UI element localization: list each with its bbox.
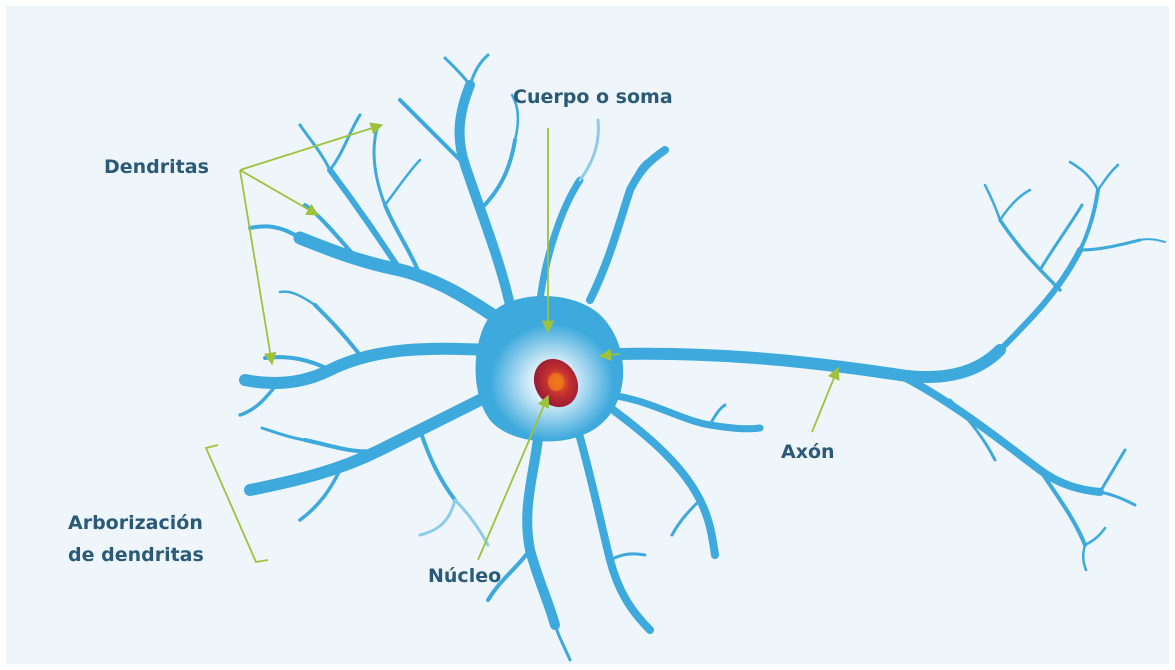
label-cuerpo: Cuerpo o soma	[513, 82, 673, 112]
pointer-dendritas-2	[240, 170, 318, 215]
pointer-dendritas-3	[240, 170, 272, 364]
label-dendritas: Dendritas	[104, 152, 209, 182]
pointer-dendritas-1	[240, 125, 382, 170]
axon	[590, 162, 1165, 570]
label-axon: Axón	[781, 437, 835, 467]
label-arborizacion-line2: de dendritas	[68, 540, 204, 570]
bracket-arborizacion	[206, 445, 268, 562]
label-arborizacion-line1: Arborización	[68, 508, 203, 538]
pointer-axon	[812, 368, 838, 432]
label-nucleo: Núcleo	[428, 561, 501, 591]
